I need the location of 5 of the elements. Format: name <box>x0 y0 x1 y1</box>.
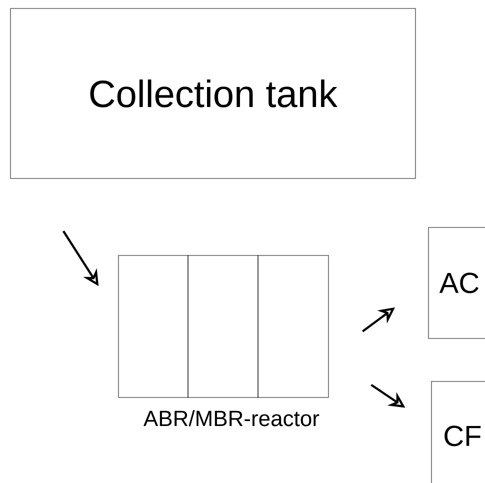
process-box: CF <box>431 381 485 483</box>
reactor-label: ABR/MBR-reactor <box>143 410 320 426</box>
process-box: AC <box>428 227 485 339</box>
reactor-box <box>118 254 329 398</box>
tank-box: Collection tank <box>10 8 416 179</box>
